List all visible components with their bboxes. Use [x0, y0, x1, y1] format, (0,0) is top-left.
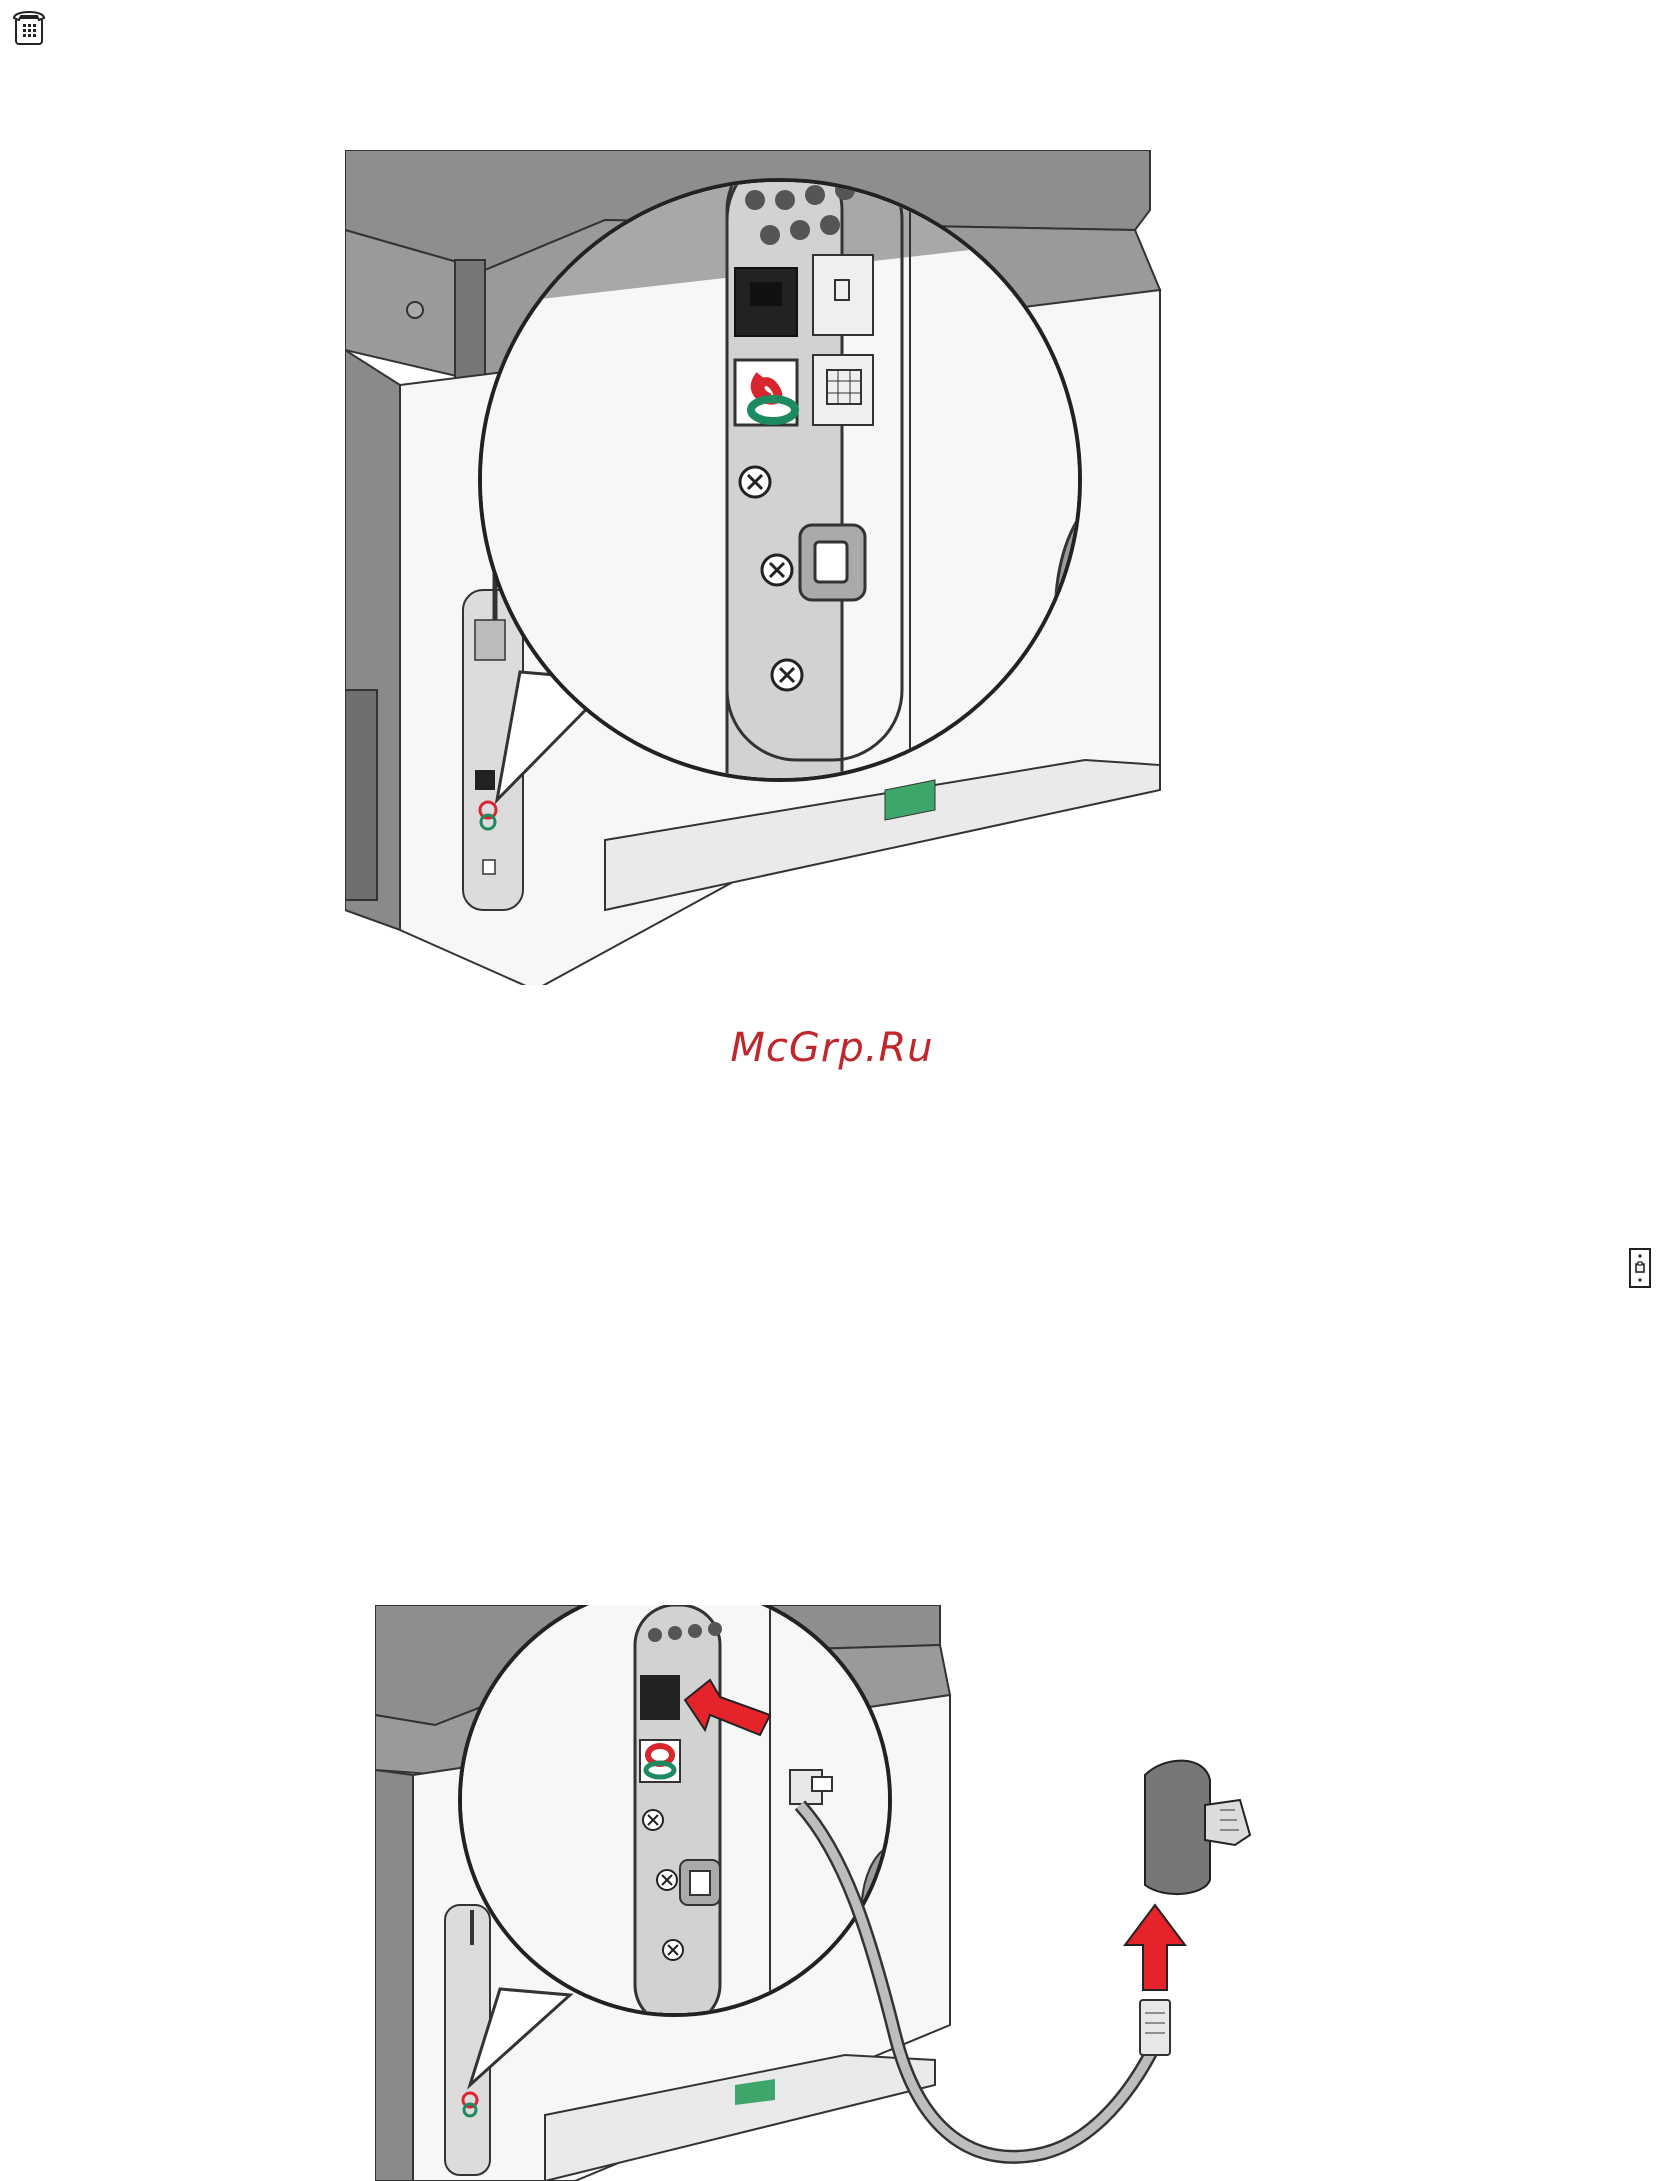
phone-icon [12, 6, 46, 46]
phone-cord-connection-illustration [375, 1605, 1255, 2181]
watermark-text: McGrp.Ru [0, 1025, 1664, 1071]
wall-jack-icon [1628, 1247, 1652, 1289]
printer-rear-callout-illustration [345, 150, 1175, 985]
